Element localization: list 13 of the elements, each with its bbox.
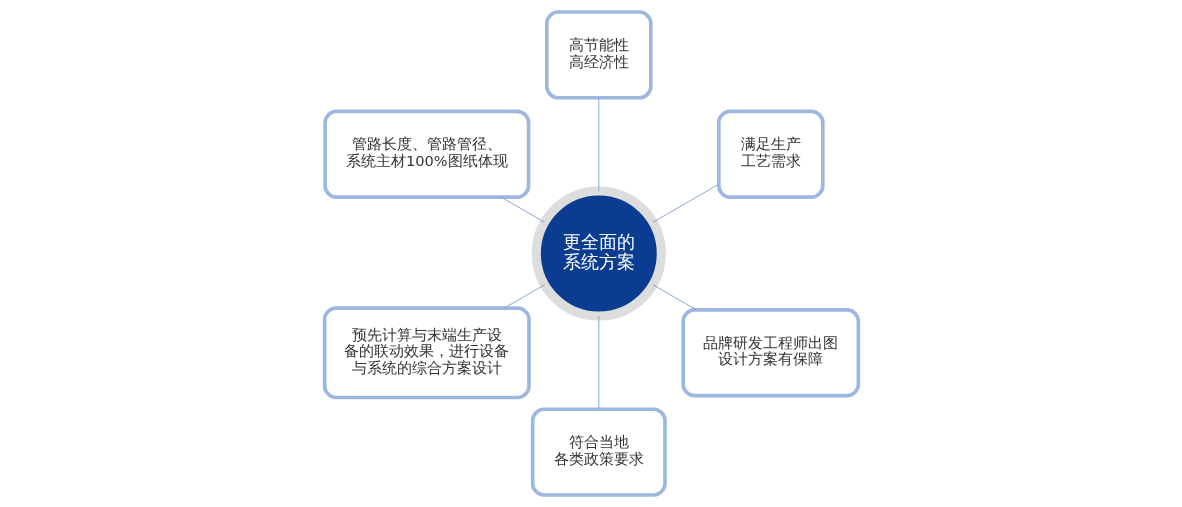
connector xyxy=(503,284,545,309)
connector xyxy=(597,97,599,192)
node-box: 高节能性高经济性 xyxy=(544,10,653,100)
node-circle: 更全面的系统方案 xyxy=(531,186,666,321)
node-box: 预先计算与末端生产设备的联动效果，进行设备与系统的综合方案设计 xyxy=(322,306,531,400)
connector xyxy=(500,196,545,223)
connector xyxy=(597,315,599,410)
node-box: 品牌研发工程师出图设计方案有保障 xyxy=(680,308,860,398)
connector xyxy=(652,284,697,311)
node-box: 符合当地各类政策要求 xyxy=(530,407,667,497)
connector xyxy=(652,183,719,223)
node-box: 满足生产工艺需求 xyxy=(716,109,825,199)
node-box: 管路长度、管路管径、系统主材100%图纸体现 xyxy=(322,109,530,199)
